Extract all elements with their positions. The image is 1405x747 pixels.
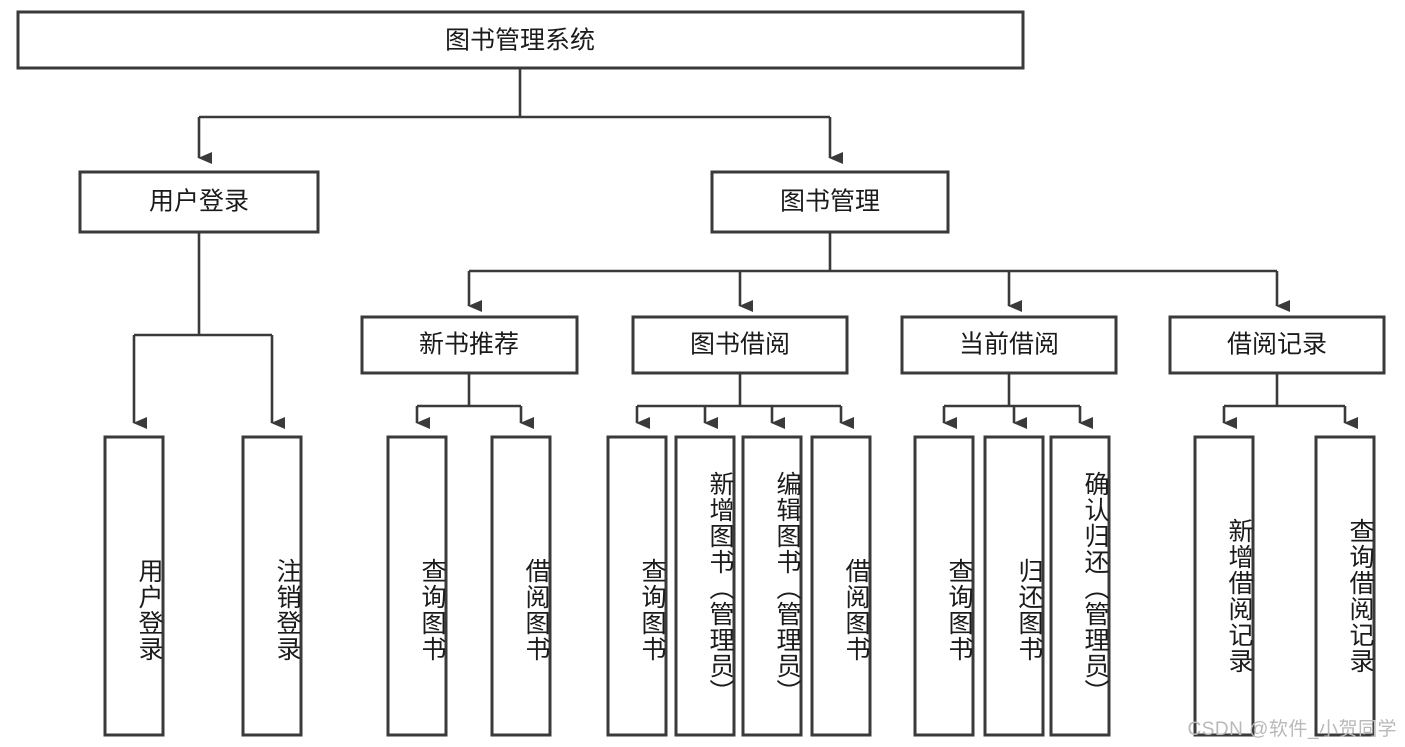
node-book-manage[interactable]: 图书管理 (710, 170, 950, 234)
connector-bookmanage-to-level3 (467, 232, 1290, 312)
node-root[interactable]: 图书管理系统 (16, 10, 1025, 70)
node-borrow-record-label: 借阅记录 (1227, 331, 1327, 359)
node-leaf-user-login[interactable] (103, 435, 165, 737)
node-leaf-logout-login[interactable] (241, 435, 303, 737)
node-root-label: 图书管理系统 (445, 27, 595, 55)
node-leaf-return-book[interactable] (983, 435, 1045, 737)
connector-newbook-to-leaves (415, 373, 534, 429)
node-borrow-record[interactable]: 借阅记录 (1168, 315, 1386, 375)
connector-root-to-level2 (197, 68, 843, 164)
node-book-manage-label: 图书管理 (780, 188, 880, 216)
node-leaf-borrow-book-2[interactable] (810, 435, 872, 737)
node-leaf-query-book-3[interactable] (913, 435, 975, 737)
node-leaf-add-book[interactable] (674, 435, 736, 737)
node-user-login-label: 用户登录 (149, 188, 249, 216)
connector-borrowrecord-to-leaves (1222, 373, 1358, 429)
node-current-borrow[interactable]: 当前借阅 (900, 315, 1118, 375)
node-leaf-query-record[interactable] (1314, 435, 1376, 737)
node-book-borrow-label: 图书借阅 (690, 331, 790, 359)
node-user-login[interactable]: 用户登录 (78, 170, 320, 234)
node-book-borrow[interactable]: 图书借阅 (631, 315, 849, 375)
node-current-borrow-label: 当前借阅 (959, 331, 1059, 359)
node-new-book-recommend-label: 新书推荐 (419, 331, 519, 359)
node-new-book-recommend[interactable]: 新书推荐 (360, 315, 579, 375)
connector-bookborrow-to-leaves (635, 373, 854, 429)
node-leaf-edit-book[interactable] (741, 435, 803, 737)
node-leaf-borrow-book-1[interactable] (490, 435, 552, 737)
node-leaf-confirm-return[interactable] (1049, 435, 1111, 737)
connector-userlogin-to-leaves (132, 232, 285, 429)
connector-currentborrow-to-leaves (942, 373, 1093, 429)
node-leaf-query-book-1[interactable] (386, 435, 448, 737)
node-leaf-add-record[interactable] (1193, 435, 1255, 737)
node-leaf-query-book-2[interactable] (606, 435, 668, 737)
watermark-text: CSDN @软件_小贺同学 (1187, 719, 1397, 740)
